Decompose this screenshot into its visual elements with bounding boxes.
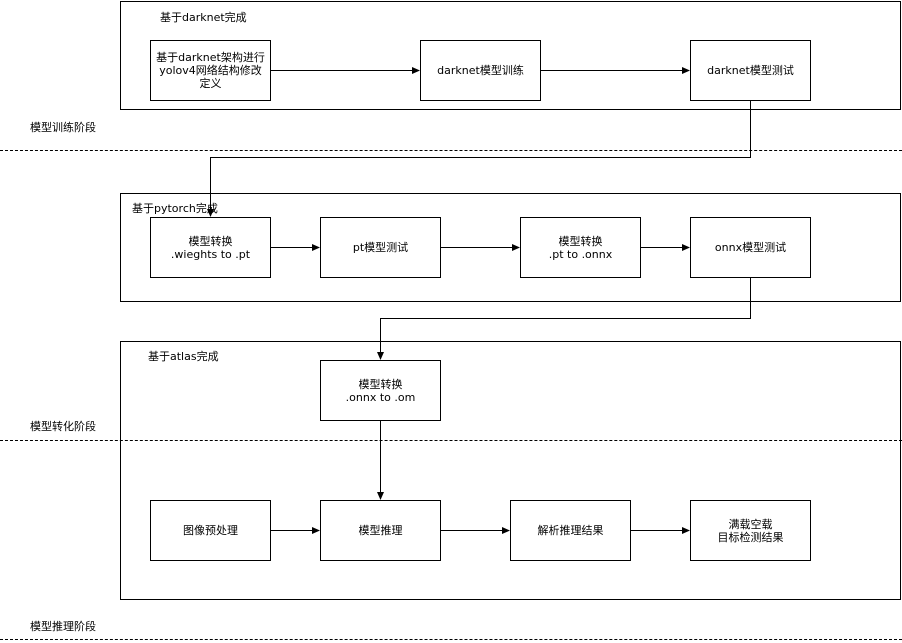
arrow-darknet-test-to-convert-pt: [207, 101, 751, 217]
stage-divider-training: [0, 150, 902, 151]
stage-divider-inference: [0, 639, 902, 640]
node-darknet-define[interactable]: 基于darknet架构进行 yolov4网络结构修改 定义: [150, 40, 271, 101]
group-pytorch-title: 基于pytorch完成: [132, 202, 218, 215]
node-preprocess[interactable]: 图像预处理: [150, 500, 271, 561]
group-darknet: [120, 1, 901, 110]
stage-label-training: 模型训练阶段: [30, 121, 96, 134]
node-parse[interactable]: 解析推理结果: [510, 500, 631, 561]
group-atlas: [120, 341, 901, 600]
stage-label-conversion: 模型转化阶段: [30, 420, 96, 433]
node-convert-om[interactable]: 模型转换 .onnx to .om: [320, 360, 441, 421]
group-atlas-title: 基于atlas完成: [148, 350, 219, 363]
stage-label-inference: 模型推理阶段: [30, 620, 96, 633]
node-convert-onnx[interactable]: 模型转换 .pt to .onnx: [520, 217, 641, 278]
node-darknet-train[interactable]: darknet模型训练: [420, 40, 541, 101]
node-pt-test[interactable]: pt模型测试: [320, 217, 441, 278]
node-inference[interactable]: 模型推理: [320, 500, 441, 561]
node-convert-pt[interactable]: 模型转换 .wieghts to .pt: [150, 217, 271, 278]
group-pytorch: [120, 193, 901, 302]
arrow-onnx-test-to-convert-om: [377, 278, 751, 360]
node-darknet-test[interactable]: darknet模型测试: [690, 40, 811, 101]
group-darknet-title: 基于darknet完成: [160, 11, 247, 24]
node-onnx-test[interactable]: onnx模型测试: [690, 217, 811, 278]
stage-divider-conversion: [0, 440, 902, 441]
node-result[interactable]: 满载空载 目标检测结果: [690, 500, 811, 561]
